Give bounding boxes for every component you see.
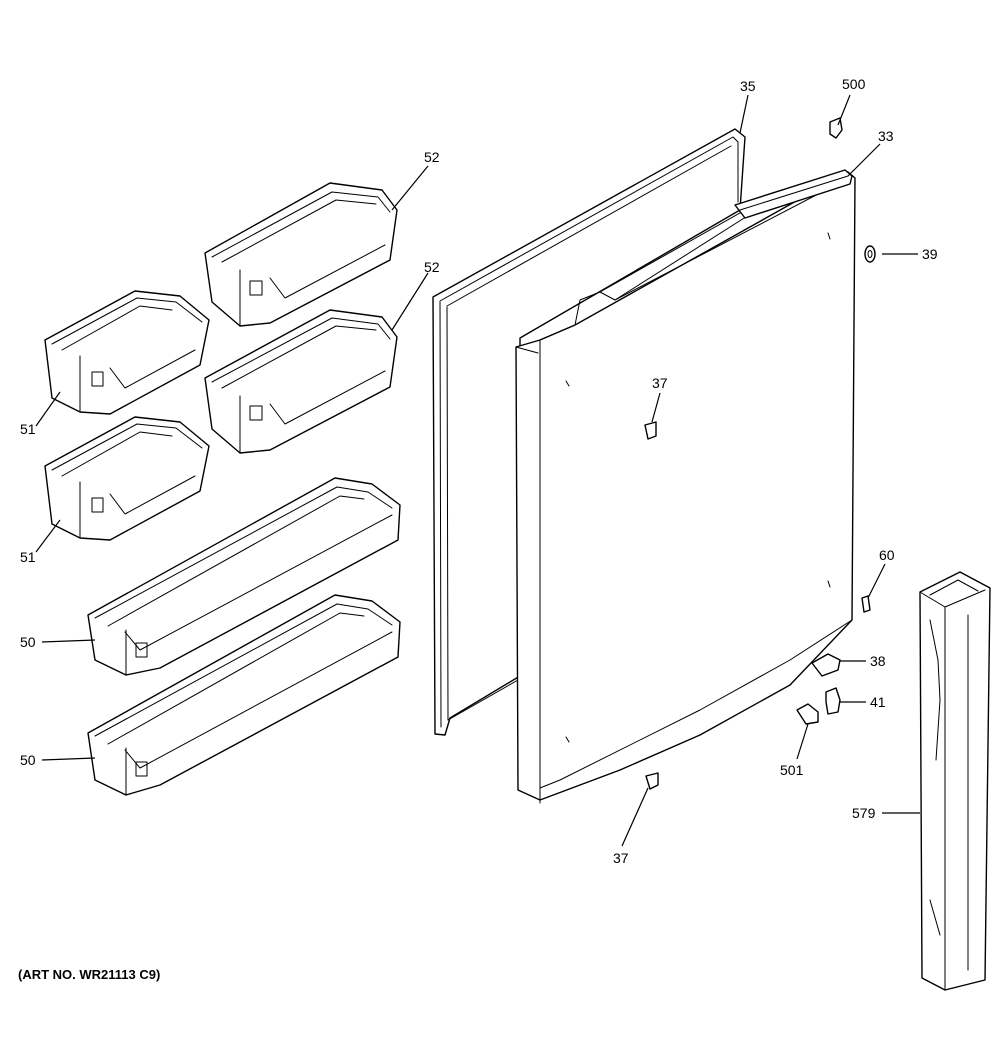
part-41 [825,687,841,715]
callout-37-upper: 37 [652,375,668,391]
callout-501: 501 [780,762,804,778]
callout-52-top: 52 [424,149,440,165]
callout-33: 33 [878,128,894,144]
leader-lines [35,94,920,847]
door-bin-51-bottom [44,416,210,541]
callout-39: 39 [922,246,938,262]
callout-35: 35 [740,78,756,94]
callout-50-bottom: 50 [20,752,36,768]
door-bin-50-top [87,477,401,676]
callout-500: 500 [842,76,866,92]
door-bin-51-top [44,290,210,415]
callout-51-top: 51 [20,421,36,437]
callout-50-top: 50 [20,634,36,650]
art-number: (ART NO. WR21113 C9) [18,967,161,982]
part-501 [796,703,819,725]
part-38 [811,653,841,677]
door-bin-52-mid [204,309,398,454]
callout-52-mid: 52 [424,259,440,275]
callout-51-bottom: 51 [20,549,36,565]
door-panel [515,171,856,804]
callout-38: 38 [870,653,886,669]
part-60 [861,595,871,613]
door-bin-52-top [204,182,398,327]
door-trim-cap [734,169,853,219]
part-37-lower [645,772,659,790]
callout-579: 579 [852,805,876,821]
callout-41: 41 [870,694,886,710]
callout-37-lower: 37 [613,850,629,866]
part-39-washer [864,245,876,263]
door-bin-50-bottom [87,594,401,796]
door-handle [919,571,991,991]
callout-60: 60 [879,547,895,563]
part-37-upper [644,421,657,440]
